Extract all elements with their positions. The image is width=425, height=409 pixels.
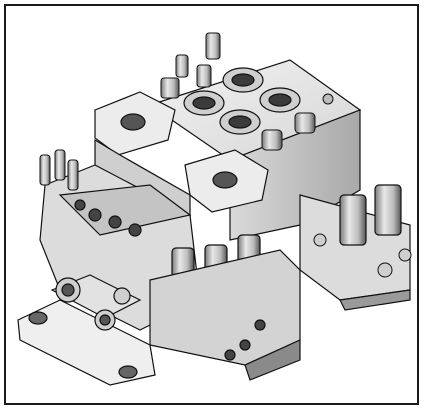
lower-body bbox=[149, 249, 301, 381]
top-caps bbox=[160, 32, 334, 151]
flange-plates bbox=[94, 91, 269, 226]
right-fittings bbox=[313, 233, 412, 278]
top-ports bbox=[183, 67, 301, 135]
left-fittings bbox=[39, 149, 79, 191]
mounting-bracket bbox=[17, 274, 156, 386]
